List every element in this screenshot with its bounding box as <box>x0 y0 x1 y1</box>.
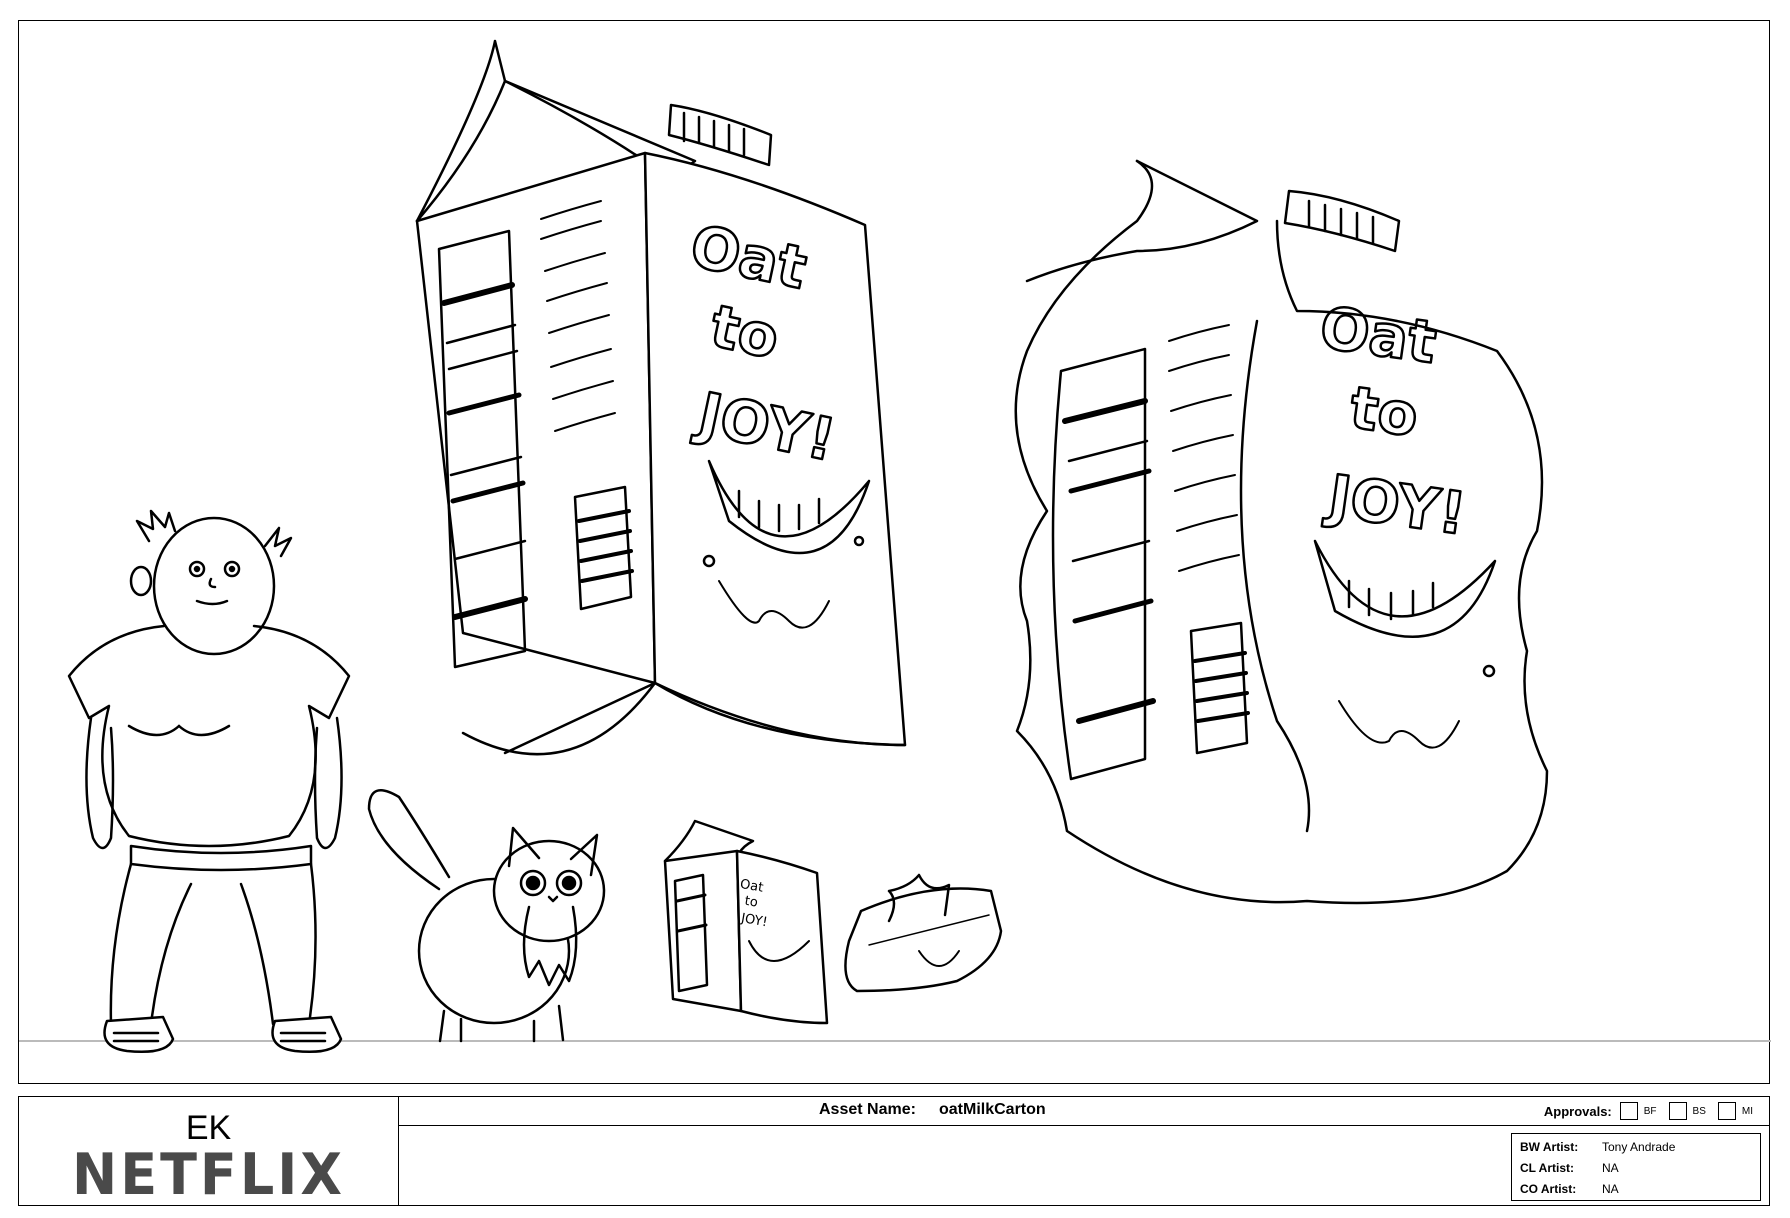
character-lineup-illustration: Oat to JOY! <box>19 39 1771 1053</box>
cat-character <box>367 789 606 1043</box>
svg-text:JOY!: JOY! <box>739 911 769 931</box>
bw-artist-name: Tony Andrade <box>1602 1140 1676 1154</box>
netflix-logo: NETFLIX <box>72 1141 345 1208</box>
crushed-carton <box>844 873 1003 993</box>
approval-checkbox-bf[interactable] <box>1619 1102 1638 1120</box>
large-carton <box>415 39 907 756</box>
artist-credits: BW Artist: Tony Andrade CL Artist: NA CO… <box>1511 1133 1761 1201</box>
cl-artist-name: NA <box>1602 1161 1619 1175</box>
boy-character <box>67 509 351 1053</box>
artwork-panel: Oat to JOY! <box>18 20 1771 1084</box>
studio-code: EK <box>185 1109 232 1147</box>
approval-checkbox-bs[interactable] <box>1668 1102 1687 1120</box>
approvals: Approvals: BF BS MI <box>1544 1102 1757 1120</box>
approval-label-mi: MI <box>1741 1105 1753 1117</box>
approval-label-bs: BS <box>1692 1105 1706 1117</box>
asset-info-block: Asset Name: oatMilkCarton Approvals: BF … <box>399 1097 1769 1205</box>
svg-text:to: to <box>705 292 785 373</box>
approvals-label: Approvals: <box>1543 1103 1612 1119</box>
bw-artist-label: BW Artist: <box>1520 1140 1579 1154</box>
svg-text:to: to <box>1346 373 1422 450</box>
title-block: EK NETFLIX Asset Name: oatMilkCarton App… <box>18 1096 1770 1208</box>
crumpled-carton <box>1014 159 1549 905</box>
approval-checkbox-mi[interactable] <box>1717 1102 1736 1120</box>
asset-name-label: Asset Name: <box>819 1101 916 1118</box>
cl-artist-label: CL Artist: <box>1520 1161 1574 1175</box>
co-artist-label: CO Artist: <box>1520 1182 1577 1196</box>
asset-row: Asset Name: oatMilkCarton Approvals: BF … <box>399 1097 1769 1126</box>
asset-name-value: oatMilkCarton <box>939 1101 1046 1118</box>
studio-logo-block: EK NETFLIX <box>19 1097 399 1208</box>
svg-text:Oat: Oat <box>739 877 765 896</box>
approval-label-bf: BF <box>1643 1105 1657 1117</box>
co-artist-name: NA <box>1602 1182 1619 1196</box>
small-carton: Oat to JOY! <box>663 819 829 1025</box>
svg-text:to: to <box>743 894 759 911</box>
